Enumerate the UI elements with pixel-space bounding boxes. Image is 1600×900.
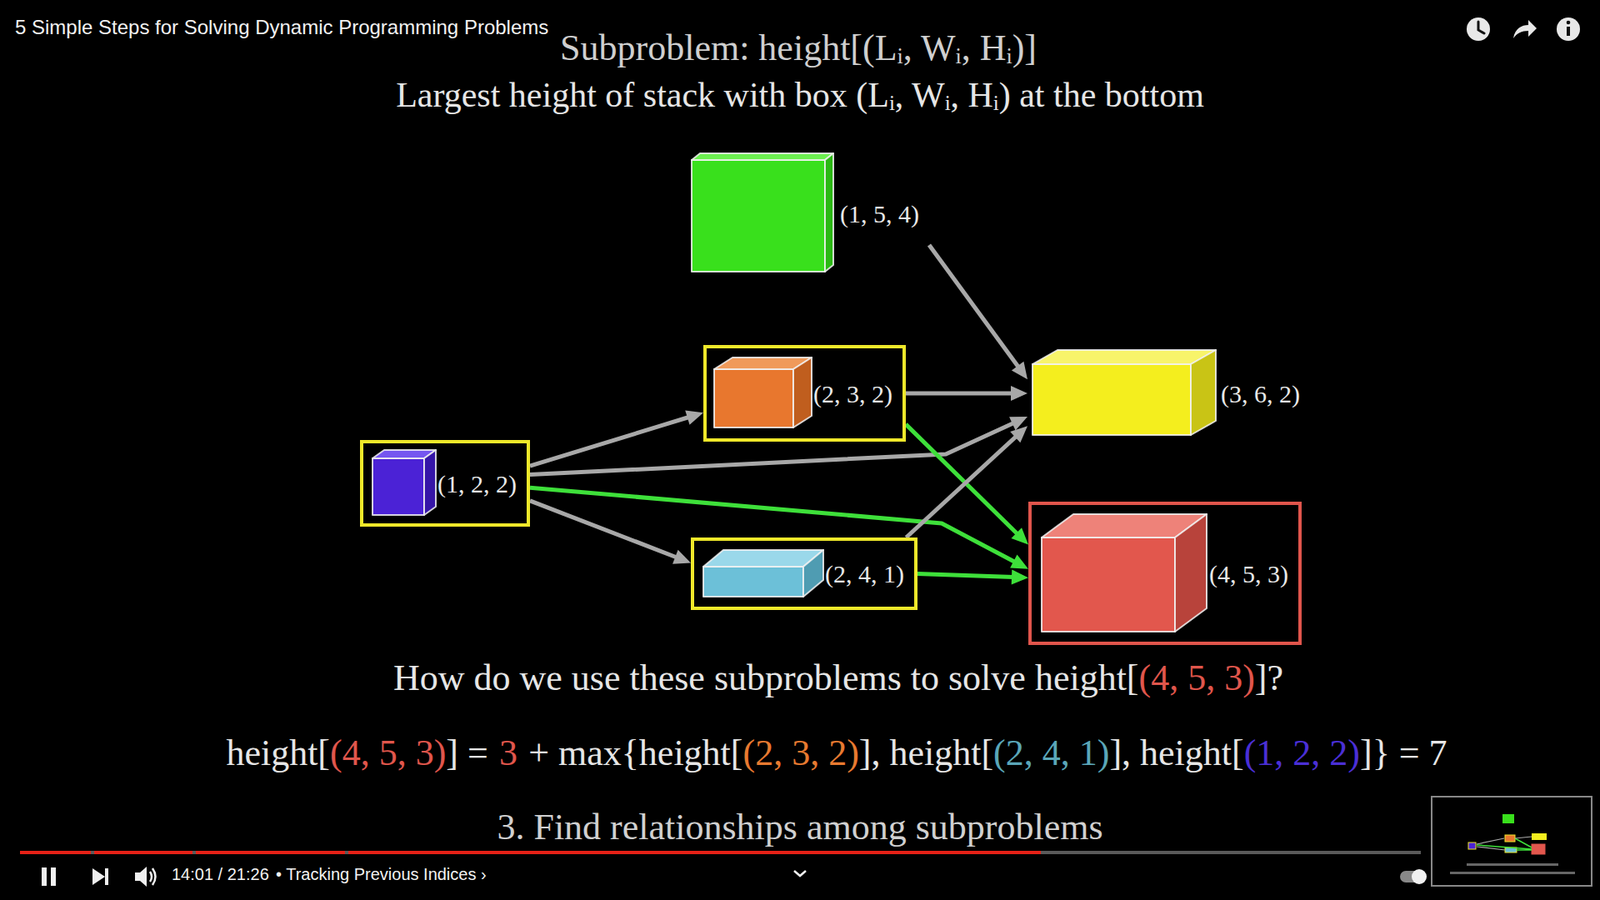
label-stack: (1, 2, 2) [437, 470, 517, 498]
watch-later-icon [1466, 17, 1490, 41]
equation-part: height[ [225, 733, 330, 774]
progress-track [20, 850, 1421, 855]
framed-box-node: (2, 4, 1) [690, 537, 918, 610]
dimension-label: (1, 2, 2) [437, 470, 517, 498]
arrowhead [672, 550, 691, 565]
equation-part: ] = [445, 733, 488, 774]
framed-box-node: (2, 3, 2) [703, 345, 906, 442]
connector-line [530, 423, 1015, 475]
connector-arrow [905, 424, 1029, 545]
slide-subtitle: Largest height of stack with box (Lᵢ, Wᵢ… [395, 76, 1205, 114]
equation-part: ]} = 7 [1360, 733, 1448, 774]
label-stack: (2, 3, 2) [813, 380, 893, 408]
arrowhead [1010, 527, 1029, 545]
target-box-node: (4, 5, 3) [1028, 501, 1302, 645]
arrowhead [1010, 555, 1029, 570]
box-node: (3, 6, 2) [1027, 346, 1310, 440]
equation-part: ], height[ [1109, 733, 1244, 774]
red-box [1041, 514, 1207, 632]
equation-part: (4, 5, 3) [330, 733, 446, 774]
connector-arrow [929, 245, 1028, 380]
label-row: Largest height of stack with box (Lᵢ, Wᵢ… [0, 76, 1600, 114]
connector-arrow [905, 425, 1028, 538]
equation-part: ], height[ [859, 733, 994, 774]
label-stack: (4, 5, 3) [1209, 560, 1289, 588]
connector-arrow [530, 416, 1028, 475]
equation-part: (1, 2, 2) [1244, 733, 1360, 774]
info-icon [1556, 17, 1580, 41]
connector-arrow [530, 410, 704, 466]
arrowhead [1011, 569, 1029, 585]
equation-part: (2, 3, 2) [743, 733, 860, 774]
equation-part: 3 [499, 733, 518, 774]
equation-row: height[(4, 5, 3)] = 3+ max{height[(2, 3, … [0, 733, 1600, 774]
preview-thumbnail [1431, 796, 1592, 886]
time-display: 14:01 / 21:26 [171, 865, 270, 884]
connector-line [905, 435, 1016, 538]
equation-part: (2, 4, 1) [993, 733, 1110, 774]
slide-heading: Subproblem: height[(Lᵢ, Wᵢ, Hᵢ)] [560, 28, 1037, 69]
connector-line [929, 245, 1019, 368]
box-figures [372, 153, 1216, 632]
framed-box-node: (1, 2, 2) [360, 440, 530, 527]
dimension-label: (2, 4, 1) [825, 560, 905, 588]
equation-row: How do we use these subproblems to solve… [0, 658, 1600, 699]
connector-line [905, 424, 1018, 535]
top-icons [1466, 17, 1580, 41]
equation-part: + max{height[ [528, 733, 743, 774]
box-node: (1, 5, 4) [688, 150, 930, 277]
label-row: 3. Find relationships among subproblems [0, 808, 1600, 847]
progress-played [20, 850, 1041, 855]
connector-line [530, 500, 677, 558]
cyan-box [703, 550, 824, 597]
chevron-icon [794, 870, 806, 876]
connector-line [530, 487, 1015, 562]
arrowhead [1010, 425, 1028, 443]
volume-icon [135, 866, 156, 887]
share-icon [1513, 20, 1537, 39]
dimension-label: (2, 3, 2) [813, 380, 893, 408]
connector-line [917, 574, 1014, 578]
label-stack: (2, 4, 1) [825, 560, 905, 588]
chapter-title: • Tracking Previous Indices › [275, 865, 487, 884]
orange-box [714, 357, 812, 428]
connector-arrow [917, 569, 1029, 585]
connector-line [905, 391, 1013, 396]
green-box [691, 153, 834, 272]
pause-icon [41, 867, 56, 886]
arrowhead [685, 410, 704, 425]
yellow-box [1032, 350, 1216, 435]
blue-box [372, 450, 436, 515]
player-controls [20, 796, 1592, 887]
label-stack: (3, 6, 2) [1220, 380, 1300, 408]
next-icon [92, 868, 109, 885]
connector-arrow [530, 500, 691, 565]
equation-part: (4, 5, 3) [1139, 658, 1255, 699]
arrowhead [1011, 361, 1028, 380]
connector-arrow [905, 385, 1028, 401]
connector-line [530, 416, 690, 466]
autoplay-toggle [1400, 869, 1427, 885]
video-title: 5 Simple Steps for Solving Dynamic Progr… [15, 16, 549, 38]
label-stack: (1, 5, 4) [840, 200, 920, 228]
connector-arrow [530, 487, 1029, 570]
arrowhead [1010, 385, 1028, 401]
dimension-label: (3, 6, 2) [1220, 380, 1300, 408]
dimension-label: (4, 5, 3) [1209, 560, 1289, 588]
dimension-label: (1, 5, 4) [840, 200, 920, 228]
equation-part: How do we use these subproblems to solve… [393, 658, 1140, 699]
step-heading: 3. Find relationships among subproblems [496, 808, 1103, 847]
equation-part: ]? [1255, 658, 1284, 699]
